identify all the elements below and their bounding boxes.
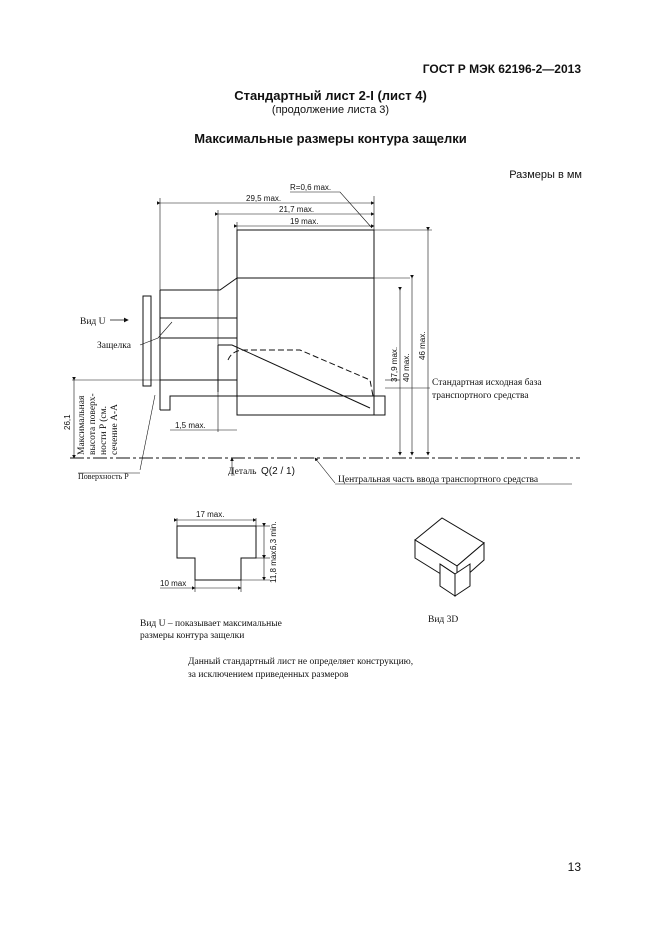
continuation-note: (продолжение листа 3) (271, 104, 390, 116)
dim-17: 17 max. (196, 510, 224, 519)
dim-46: 46 max. (418, 332, 427, 360)
ref-base-line1: Стандартная исходная база (432, 377, 542, 388)
latch-profile (227, 349, 374, 397)
section-title: Максимальные размеры контура защелки (194, 131, 467, 146)
units-note: Размеры в мм (509, 169, 582, 181)
dim-6-3: 6,3 min. (269, 522, 278, 550)
ref-base-line2: транспортного средства (432, 391, 529, 401)
view-u-caption-line1: Вид U – показывает максимальные (140, 619, 282, 629)
dim-21-7: 21,7 max. (279, 205, 314, 214)
max-height-line4: сечение А-А (110, 404, 120, 455)
dim-19: 19 max. (290, 217, 318, 226)
latch-label: Защелка (97, 341, 132, 351)
max-height-line3: ности P (см. (98, 406, 109, 455)
dim-26-1: 26,1 (63, 414, 72, 430)
central-part-label: Центральная часть ввода транспортного ср… (338, 475, 539, 485)
detail-label: Деталь (228, 467, 257, 477)
view-u-label: Вид U (80, 317, 106, 327)
dim-11-8: 11,8 max. (269, 548, 278, 583)
sheet-title: Стандартный лист 2-I (лист 4) (234, 88, 427, 103)
dim-10: 10 max (160, 579, 186, 588)
body-outline (236, 229, 375, 416)
dim-29-5: 29,5 max. (246, 194, 281, 203)
note: Данный стандартный лист не определяет ко… (188, 656, 413, 682)
max-height-line2: высота поверх- (88, 393, 98, 455)
dim-40: 40 max. (402, 354, 411, 382)
standard-number: ГОСТ Р МЭК 62196-2—2013 (422, 62, 581, 76)
detail-ref: Q(2 / 1) (261, 466, 295, 477)
surface-p-label: Поверхность P (78, 472, 129, 481)
note-line2: за исключением приведенных размеров (188, 670, 349, 680)
max-height-line1: Максимальная (77, 395, 87, 455)
latch-slant (218, 344, 371, 409)
dim-1-5: 1,5 max. (175, 421, 206, 430)
dim-37-9: 37,9 max. (390, 347, 399, 382)
radius-label: R=0,6 max. (290, 183, 331, 192)
view-3d-caption: Вид 3D (428, 615, 458, 625)
upper-step (160, 277, 374, 291)
view-u-caption-line2: размеры контура защелки (140, 631, 244, 641)
page-number: 13 (567, 860, 581, 874)
note-line1: Данный стандартный лист не определяет ко… (188, 657, 414, 667)
